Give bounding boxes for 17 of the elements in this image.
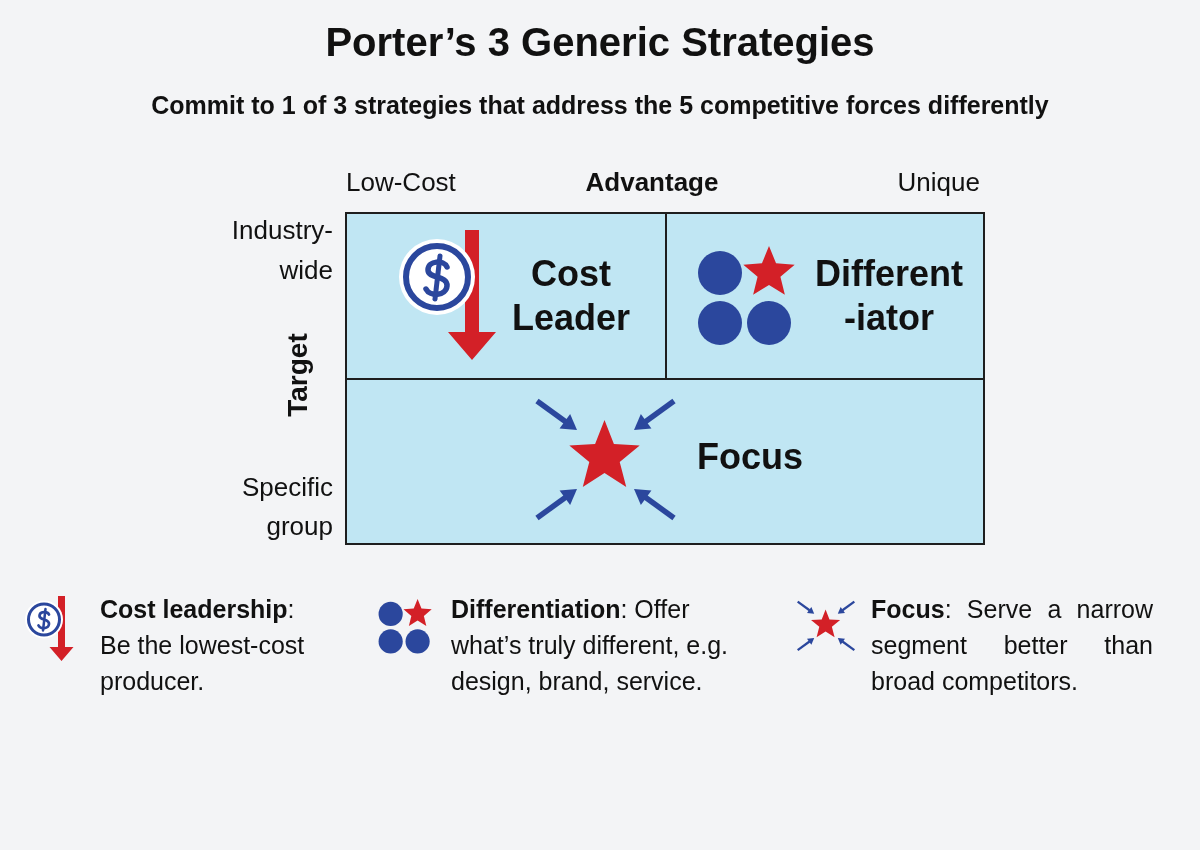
title: Porter’s 3 Generic Strategies xyxy=(324,19,876,66)
axis-label: Specific group xyxy=(240,471,333,543)
axis-label: Industry-wide xyxy=(230,214,333,287)
matrix-cell xyxy=(345,378,985,545)
subtitle: Commit to 1 of 3 strategies that address the 5 competitive forces differently xyxy=(150,90,1050,121)
axis-title: Target xyxy=(281,332,314,419)
cell-title: Different -iator xyxy=(814,252,964,340)
axis-label: Low-Cost xyxy=(346,166,457,199)
matrix-cell xyxy=(345,212,667,380)
legend-description: Differentiation: Offer what’s truly different, e.g. design, brand, service. xyxy=(451,594,729,697)
cell-title: Cost Leader xyxy=(510,252,632,340)
legend-description: Focus: Serve a narrow segment better than broad competitors. xyxy=(871,594,1153,697)
cell-title: Focus xyxy=(696,435,804,479)
legend-description: Cost leadership: Be the lowest-cost producer. xyxy=(100,594,306,697)
matrix-cell xyxy=(665,212,985,380)
axis-title: Advantage xyxy=(584,166,720,199)
axis-label: Unique xyxy=(896,166,980,199)
